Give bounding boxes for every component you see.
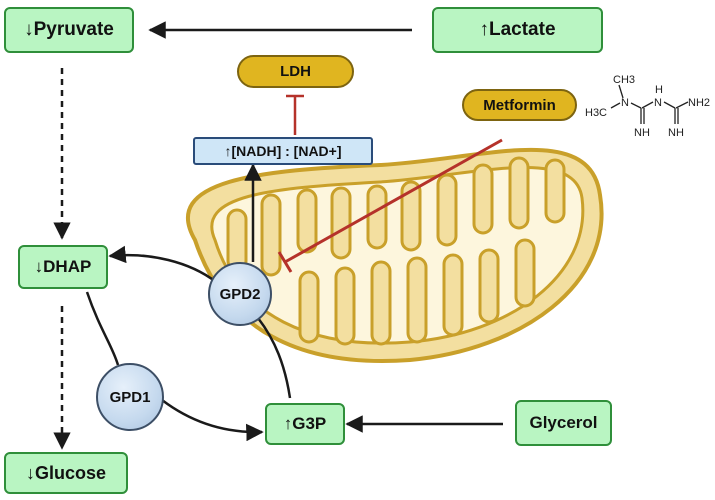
metformin-structure (610, 84, 689, 124)
ldh-label: LDH (280, 63, 311, 80)
metformin-structure-labels: CH3 H3C N N H NH2 NH NH (585, 74, 710, 139)
metformin-label: Metformin (483, 96, 556, 114)
g3p-box: ↑G3P (265, 403, 345, 445)
dhap-box: ↓DHAP (18, 245, 108, 289)
n-label-2: N (654, 97, 662, 109)
gpd1-label: GPD1 (109, 388, 151, 406)
ldh-pill: LDH (237, 55, 354, 88)
glycerol-label: Glycerol (529, 413, 598, 432)
ch3-label: CH3 (613, 74, 635, 86)
lactate-label: ↑Lactate (479, 19, 556, 40)
g3p-label: ↑G3P (283, 414, 327, 433)
nadh-ratio-box: ↑[NADH] : [NAD+] (193, 137, 373, 165)
nh2-label: NH2 (688, 97, 710, 109)
glucose-box: ↓Glucose (4, 452, 128, 494)
n-label-1: N (621, 97, 629, 109)
nh-label-2: NH (668, 127, 684, 139)
glycerol-box: Glycerol (515, 400, 612, 446)
nadh-ratio-label: ↑[NADH] : [NAD+] (224, 143, 342, 159)
gpd1-to-g3p-arrow (161, 399, 264, 442)
glucose-label: ↓Glucose (25, 462, 107, 483)
lactate-box: ↑Lactate (432, 7, 603, 53)
pathway-arrows (53, 21, 503, 450)
ldh-inhibition (286, 94, 304, 135)
metformin-inhibition (277, 138, 503, 273)
metformin-pill: Metformin (462, 89, 577, 121)
pyruvate-box: ↓Pyruvate (4, 7, 134, 53)
g3p-to-gpd2-line (257, 317, 292, 399)
gpd2-to-dhap-arrow (108, 245, 217, 283)
gpd2-label: GPD2 (219, 285, 261, 303)
dhap-label: ↓DHAP (34, 257, 92, 276)
pyruvate-label: ↓Pyruvate (24, 19, 114, 40)
nh-label-1: NH (634, 127, 650, 139)
h-label: H (655, 84, 663, 96)
h3c-label: H3C (585, 107, 607, 119)
dhap-to-gpd1-line (85, 291, 120, 366)
gpd1-enzyme: GPD1 (96, 363, 164, 431)
mitochondrion (186, 147, 604, 363)
gpd2-enzyme: GPD2 (208, 262, 272, 326)
